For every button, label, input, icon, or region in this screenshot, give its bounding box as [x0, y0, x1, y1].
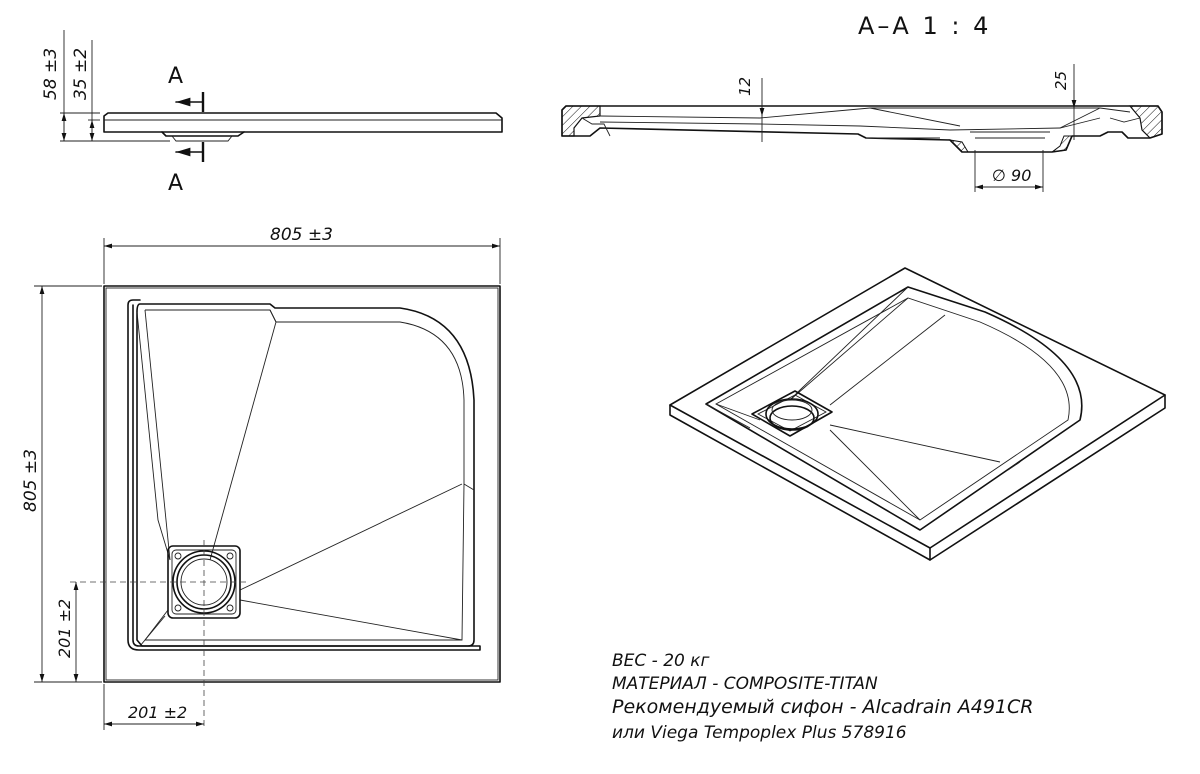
dim-drain-offset-x: 201 ±2 [128, 703, 187, 722]
dim-drain-offset-y: 201 ±2 [55, 599, 74, 658]
section-title: А–А 1 : 4 [858, 12, 991, 40]
side-view: А А 58 ±3 35 ±2 [41, 30, 503, 196]
dim-side-height-base: 35 ±2 [71, 48, 91, 100]
dim-section-thick-left: 12 [736, 77, 754, 96]
dim-plan-height: 805 ±3 [21, 449, 41, 512]
dim-side-height-total: 58 ±3 [41, 48, 61, 100]
isometric-view [669, 267, 1166, 561]
section-view: А–А 1 : 4 12 25 ∅ 90 [561, 12, 1163, 192]
note-siphon: Рекомендуемый сифон - Alcadrain A491CR [612, 696, 1033, 718]
notes-block: ВЕС - 20 кг МАТЕРИАЛ - COMPOSITE-TITAN Р… [612, 651, 1033, 743]
plan-view: 805 ±3 805 ±3 201 ±2 201 ±2 [21, 225, 501, 730]
note-siphon-alt: или Viega Tempoplex Plus 578916 [612, 723, 907, 743]
note-weight: ВЕС - 20 кг [612, 651, 710, 671]
section-label-bottom: А [168, 171, 183, 196]
dim-plan-width: 805 ±3 [270, 225, 333, 245]
dim-section-thick-right: 25 [1052, 71, 1070, 90]
note-material: МАТЕРИАЛ - COMPOSITE-TITAN [612, 674, 878, 694]
dim-drain-diameter: ∅ 90 [992, 166, 1031, 185]
section-label-top: А [168, 64, 183, 89]
